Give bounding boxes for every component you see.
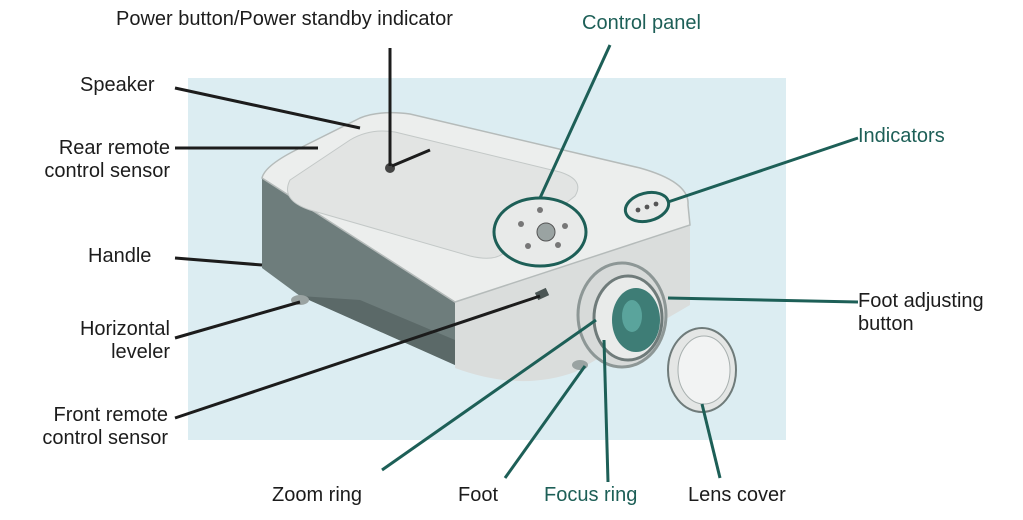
projector-body	[261, 111, 691, 382]
control-button-2	[537, 207, 543, 213]
label-rear-remote: Rear remote control sensor	[20, 137, 170, 183]
label-horizontal-line1: Horizontal	[79, 318, 170, 340]
line-indicators	[667, 136, 859, 204]
line-zoom-ring	[381, 318, 597, 472]
label-control-panel: Control panel	[582, 12, 701, 34]
label-foot: Foot	[458, 484, 499, 506]
label-foot-adjusting: Foot adjusting button	[858, 290, 984, 336]
indicator-led-3	[653, 201, 659, 207]
line-power-indicator-stub	[391, 148, 431, 168]
label-horizontal-line2: leveler	[111, 341, 170, 363]
label-foot-adjusting-line1: Foot adjusting	[858, 290, 984, 312]
projector-left-side	[262, 178, 455, 365]
label-foot-adjusting-line2: button	[858, 313, 914, 335]
line-horizontal-leveler	[174, 300, 301, 340]
label-zoom-ring: Zoom ring	[272, 484, 363, 506]
label-indicators: Indicators	[858, 125, 945, 147]
line-focus-ring	[602, 339, 610, 483]
dark-leader-lines	[174, 48, 541, 420]
label-horizontal-leveler: Horizontal leveler	[30, 318, 170, 364]
control-panel-center-button	[536, 222, 556, 242]
line-foot-adjusting	[667, 296, 859, 304]
line-handle	[174, 256, 263, 267]
lens-highlight	[622, 300, 642, 332]
lens-cover-illustration	[667, 327, 737, 413]
line-control-panel	[538, 44, 612, 199]
foot-element	[572, 360, 588, 370]
label-rear-remote-line1: Rear remote	[58, 137, 170, 159]
lens-cover-inner	[677, 335, 731, 405]
label-lens-cover: Lens cover	[688, 484, 786, 506]
label-front-remote-line2: control sensor	[42, 427, 168, 449]
control-button-1	[518, 221, 524, 227]
control-button-5	[525, 243, 531, 249]
line-foot	[503, 365, 587, 479]
label-speaker: Speaker	[80, 74, 155, 96]
indicator-led-2	[644, 204, 650, 210]
label-focus-ring: Focus ring	[544, 484, 638, 506]
control-button-3	[562, 223, 568, 229]
label-handle: Handle	[88, 245, 152, 267]
indicator-led-1	[635, 207, 641, 213]
teal-leader-lines	[381, 44, 859, 483]
line-speaker	[174, 86, 361, 130]
label-power-button: Power button/Power standby indicator	[116, 8, 453, 30]
line-front-remote	[174, 294, 541, 420]
label-rear-remote-line2: control sensor	[44, 160, 170, 182]
label-front-remote: Front remote control sensor	[8, 404, 168, 450]
handle-shading	[300, 296, 455, 365]
line-lens-cover	[700, 403, 722, 479]
label-front-remote-line1: Front remote	[53, 404, 168, 426]
control-button-4	[555, 242, 561, 248]
